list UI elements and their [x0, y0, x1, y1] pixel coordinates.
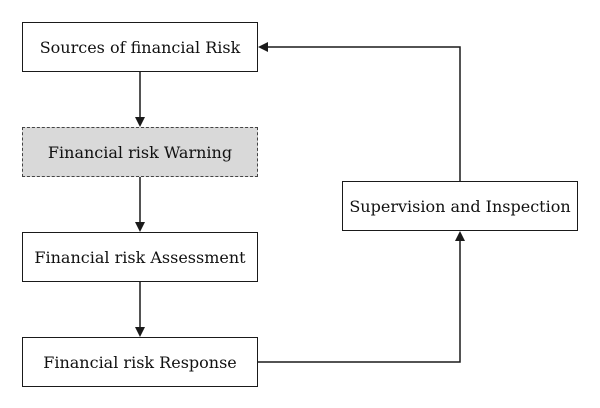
node-label: Financial risk Assessment — [34, 247, 246, 267]
node-label: Supervision and Inspection — [349, 196, 571, 216]
node-financial-risk-warning: Financial risk Warning — [22, 127, 258, 177]
node-supervision-and-inspection: Supervision and Inspection — [342, 181, 578, 231]
node-financial-risk-assessment: Financial risk Assessment — [22, 232, 258, 282]
node-financial-risk-response: Financial risk Response — [22, 337, 258, 387]
arrow-response-to-supervision — [258, 231, 465, 363]
node-sources-of-financial-risk: Sources of financial Risk — [22, 22, 258, 72]
arrow-supervision-to-sources — [258, 42, 461, 181]
node-label: Sources of financial Risk — [39, 37, 241, 57]
node-label: Financial risk Warning — [47, 142, 233, 162]
node-label: Financial risk Response — [43, 352, 237, 372]
